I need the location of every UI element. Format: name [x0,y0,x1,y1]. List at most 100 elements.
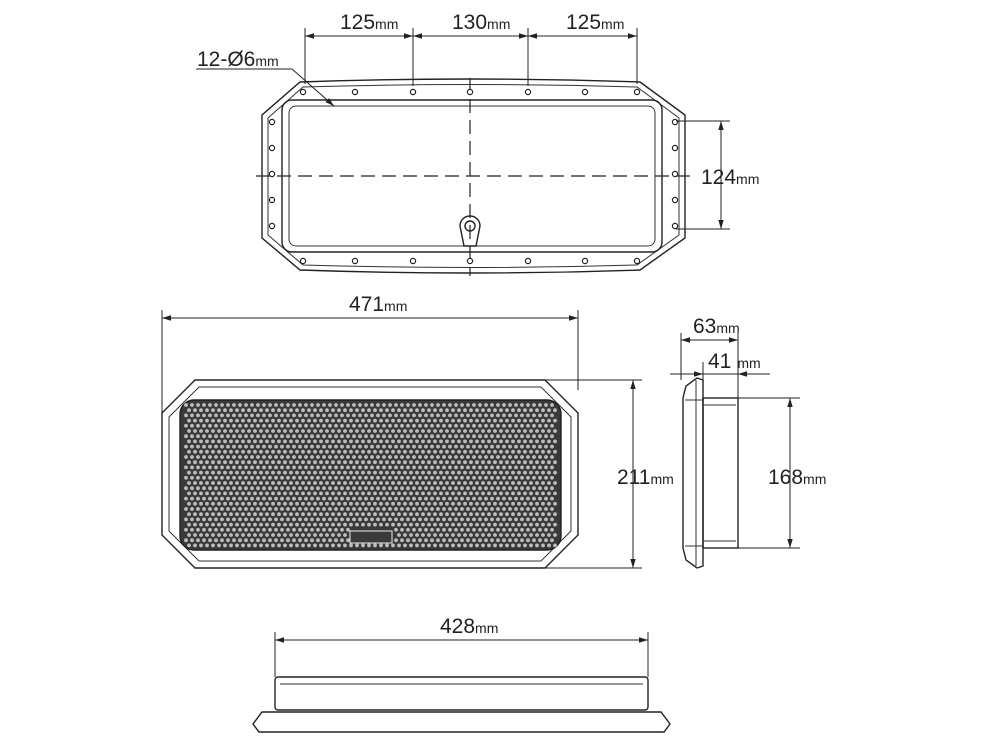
grille-hole [232,413,236,418]
grille-hole [505,449,509,454]
grille-hole [187,481,191,485]
grille-hole [256,403,260,407]
grille-hole [259,491,263,496]
grille-hole [532,475,536,480]
grille-hole [193,522,197,527]
grille-hole [250,538,254,543]
grille-hole [370,434,374,439]
grille-hole [514,517,518,522]
grille-hole [469,481,473,485]
grille-hole [202,486,206,491]
grille-hole [298,455,302,459]
grille-hole [376,413,380,418]
bottom-view: 428mm [252,615,671,733]
grille-hole [232,423,236,428]
grille-hole [292,496,296,501]
grille-hole [229,491,233,496]
grille-hole [466,475,470,480]
grille-hole [229,418,233,423]
grille-hole [277,522,281,527]
grille-hole [436,517,440,522]
grille-hole [484,507,488,511]
grille-hole [532,403,536,407]
grille-hole [496,475,500,480]
grille-hole [520,486,524,491]
grille-hole [274,455,278,459]
grille-hole [466,403,470,407]
grille-hole [430,496,434,501]
grille-hole [346,465,350,470]
grille-hole [469,543,473,548]
grille-hole [469,439,473,444]
grille-hole [286,486,290,491]
grille-hole [214,423,218,428]
grille-hole [367,418,371,423]
grille-hole [250,496,254,501]
grille-hole [292,413,296,418]
grille-hole [529,408,533,413]
grille-hole [400,527,404,532]
grille-hole [358,403,362,407]
grille-hole [541,543,545,548]
grille-hole [397,543,401,548]
grille-hole [520,507,524,511]
grille-hole [487,408,491,413]
grille-hole [409,512,413,517]
grille-hole [247,481,251,485]
grille-hole [514,444,518,449]
grille-hole [256,423,260,428]
grille-hole [322,507,326,511]
grille-hole [301,533,305,537]
grille-hole [346,475,350,480]
grille-hole [514,423,518,428]
grille-hole [313,491,317,496]
grille-hole [277,481,281,485]
grille-hole [271,449,275,454]
grille-hole [280,475,284,480]
dim-label-211: 211mm [617,466,674,489]
grille-hole [478,465,482,470]
grille-hole [355,522,359,527]
grille-hole [367,543,371,548]
grille-hole [409,501,413,506]
grille-hole [535,449,539,454]
grille-hole [472,455,476,459]
grille-hole [220,455,224,459]
grille-hole [250,444,254,449]
grille-hole [496,423,500,428]
grille-hole [493,522,497,527]
grille-hole [199,522,203,527]
grille-hole [481,460,485,465]
grille-hole [352,465,356,470]
grille-hole [358,507,362,511]
grille-hole [490,403,494,407]
grille-hole [286,434,290,439]
grille-hole [229,522,233,527]
grille-hole [433,533,437,537]
grille-hole [223,501,227,506]
grille-hole [487,522,491,527]
grille-hole [427,439,431,444]
grille-hole [223,470,227,475]
grille-hole [262,423,266,428]
grille-hole [292,444,296,449]
grille-hole [523,481,527,485]
grille-hole [490,423,494,428]
grille-hole [262,403,266,407]
grille-hole [472,465,476,470]
grille-hole [439,512,443,517]
grille-hole [208,465,212,470]
grille-hole [241,543,245,548]
grille-hole [550,413,554,418]
grille-hole [307,439,311,444]
grille-hole [313,418,317,423]
grille-hole [352,413,356,418]
grille-hole [259,481,263,485]
grille-hole [379,522,383,527]
grille-hole [355,429,359,433]
grille-hole [550,455,554,459]
grille-hole [502,444,506,449]
grille-hole [415,408,419,413]
grille-hole [418,496,422,501]
grille-hole [343,501,347,506]
